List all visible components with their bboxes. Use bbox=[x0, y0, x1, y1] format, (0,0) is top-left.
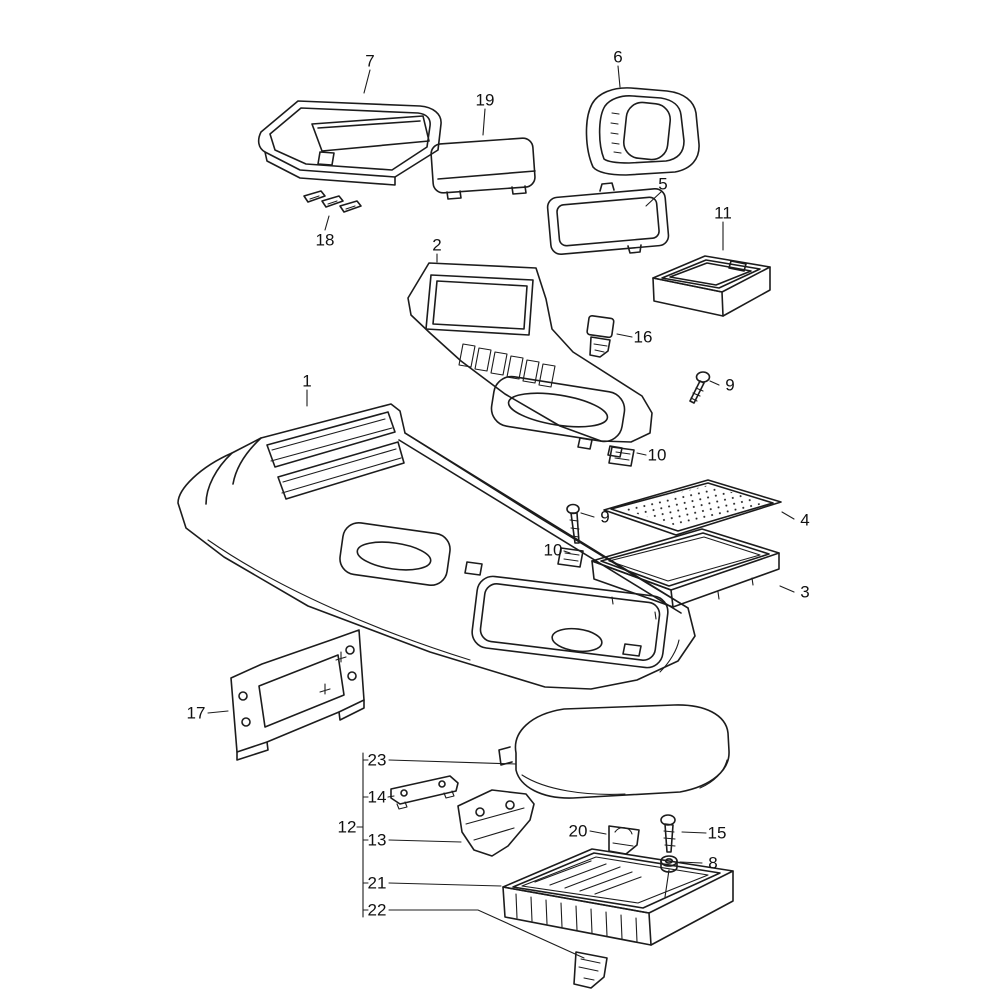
group-bracket-12 bbox=[356, 752, 369, 918]
callout-7: 7 bbox=[365, 52, 374, 71]
part-13-bracket bbox=[457, 789, 535, 857]
leader-5 bbox=[645, 191, 662, 207]
callout-18: 18 bbox=[316, 231, 335, 250]
callout-16: 16 bbox=[634, 328, 653, 347]
part-14-bracket bbox=[390, 775, 459, 810]
callout-23: 23 bbox=[368, 751, 387, 770]
leader-18 bbox=[324, 215, 330, 231]
leader-6 bbox=[617, 65, 621, 88]
callout-3: 3 bbox=[800, 583, 809, 602]
leader-15-drop bbox=[664, 869, 670, 898]
callout-14: 14 bbox=[368, 788, 387, 807]
part-11-ashtray bbox=[652, 255, 771, 317]
leader-14 bbox=[387, 795, 395, 798]
leader-lines bbox=[207, 65, 795, 959]
leader-16 bbox=[616, 333, 633, 338]
part-19-cover-lid bbox=[430, 137, 536, 200]
leader-22 bbox=[388, 909, 585, 959]
part-20-latch bbox=[608, 825, 640, 855]
leader-8 bbox=[679, 861, 703, 864]
callout-1: 1 bbox=[302, 372, 311, 391]
leader-10-upper bbox=[636, 452, 647, 456]
part-3-storage-tray bbox=[591, 528, 780, 620]
leader-9-lower bbox=[580, 512, 595, 518]
part-16-switch bbox=[586, 315, 615, 358]
part-21-storage-box bbox=[502, 848, 734, 946]
part-6-shift-surround bbox=[585, 87, 700, 176]
part-7-storage-bin bbox=[257, 100, 442, 186]
callout-6: 6 bbox=[613, 48, 622, 67]
part-15-screw bbox=[660, 814, 676, 853]
callout-10: 10 bbox=[648, 446, 667, 465]
callout-5: 5 bbox=[658, 175, 667, 194]
leader-7 bbox=[363, 69, 371, 94]
leader-10-lower bbox=[563, 550, 571, 554]
leader-23 bbox=[388, 759, 517, 765]
callout-4: 4 bbox=[800, 511, 809, 530]
part-23-armrest-lid bbox=[498, 704, 730, 799]
leader-20 bbox=[589, 830, 607, 835]
callout-labels: 7 19 6 18 5 2 11 16 9 1 10 9 4 10 3 17 23 14 12 13 20 15 8 21 22 bbox=[187, 48, 810, 920]
part-18-clips bbox=[303, 190, 362, 213]
leader-3 bbox=[779, 585, 795, 593]
part-10-clip-lower bbox=[557, 547, 584, 568]
leader-4 bbox=[781, 511, 795, 520]
callout-20: 20 bbox=[569, 822, 588, 841]
callout-13: 13 bbox=[368, 831, 387, 850]
callout-15: 15 bbox=[708, 824, 727, 843]
callout-19: 19 bbox=[476, 91, 495, 110]
part-17-mounting-bracket bbox=[230, 629, 365, 761]
part-9-screw-lower bbox=[566, 503, 580, 544]
leader-19 bbox=[482, 108, 486, 136]
callout-9: 9 bbox=[725, 376, 734, 395]
leader-13 bbox=[388, 839, 462, 843]
callout-2: 2 bbox=[432, 236, 441, 255]
leader-15 bbox=[681, 831, 707, 834]
diagram-line-art bbox=[177, 87, 782, 989]
callout-9: 9 bbox=[600, 508, 609, 527]
part-4-rubber-mat bbox=[603, 479, 782, 536]
leader-21 bbox=[388, 882, 502, 887]
callout-12: 12 bbox=[338, 818, 357, 837]
leader-9-upper bbox=[709, 380, 720, 386]
callout-10: 10 bbox=[544, 541, 563, 560]
callout-17: 17 bbox=[187, 704, 206, 723]
part-10-clip-upper bbox=[608, 446, 635, 467]
part-22-hinge-piece bbox=[573, 951, 608, 989]
part-9-screw-upper bbox=[689, 371, 711, 404]
callout-21: 21 bbox=[368, 874, 387, 893]
callout-8: 8 bbox=[708, 854, 717, 873]
part-5-bezel-frame bbox=[546, 182, 670, 255]
leader-17 bbox=[207, 710, 229, 714]
part-2-console-panel bbox=[407, 262, 653, 458]
callout-11: 11 bbox=[714, 204, 732, 223]
callout-22: 22 bbox=[368, 901, 387, 920]
